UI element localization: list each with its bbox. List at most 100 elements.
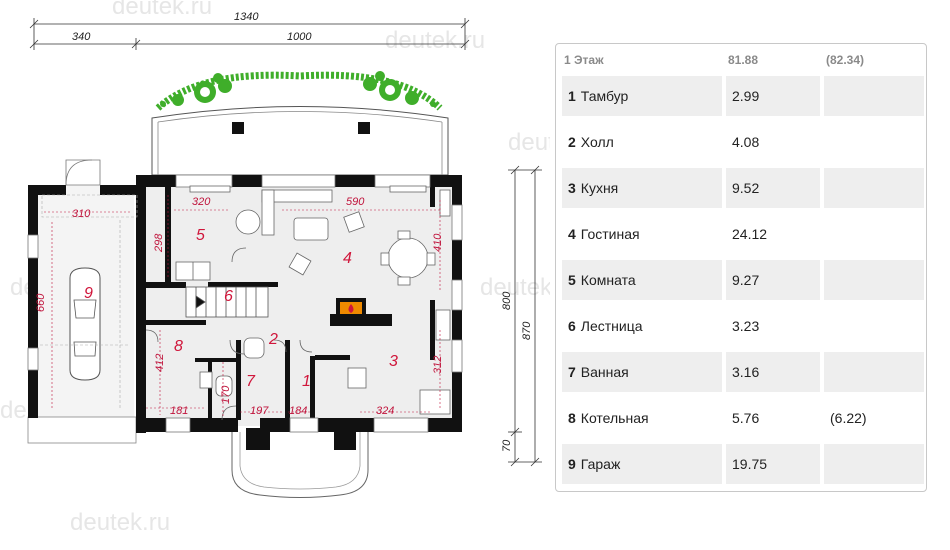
garage-interior [40,159,138,410]
room-number-7: 7 [246,373,256,390]
dim-324: 324 [376,405,394,417]
legend-area-cell: 3.16 [726,352,820,392]
dim-depth-porch: 70 [501,439,513,452]
legend-alt-cell [824,168,924,208]
legend-room-number: 5 [568,272,576,288]
legend-room-name: Котельная [580,410,649,426]
legend-room-name: Гараж [580,456,621,472]
watermark: deutek.ru [70,509,170,536]
legend-room-number: 9 [568,456,576,472]
kitchen-floor [315,355,435,417]
legend-room-number: 8 [568,410,576,426]
dim-320: 320 [192,196,211,208]
legend-header: 1 Этаж 81.88 (82.34) [556,44,926,74]
top-dimensions [29,18,470,50]
legend-room-area: 9.52 [732,180,760,196]
floor-name: 1 Этаж [564,53,604,67]
legend-room-number: 2 [568,134,576,150]
legend-room-number: 4 [568,226,576,242]
right-dimensions [508,165,542,467]
floor-plan: deutek.ru deutek.ru deutek.ru deutek.ru … [0,0,550,536]
room-number-9: 9 [84,285,93,302]
terrace [151,106,449,176]
legend-room-name: Ванная [580,364,629,380]
legend-room-number: 3 [568,180,576,196]
room-number-3: 3 [389,353,398,370]
legend-area-cell: 24.12 [726,214,820,254]
garage-apron [27,416,137,444]
legend-area-cell: 9.27 [726,260,820,300]
dim-410: 410 [432,233,444,252]
dim-170: 170 [220,385,232,404]
legend-room-number: 1 [568,88,576,104]
legend-room-name: Комната [580,272,636,288]
legend-room-area-alt: (6.22) [830,410,867,426]
walls [28,175,462,450]
room-number-5: 5 [196,227,205,244]
dim-197: 197 [250,405,269,417]
floor-total-area-alt: (82.34) [826,53,865,67]
legend-alt-cell [824,76,924,116]
room-number-4: 4 [343,250,352,267]
room-number-6: 6 [224,288,233,305]
legend-room-area: 9.27 [732,272,760,288]
legend-room-name: Гостиная [580,226,640,242]
legend-alt-cell [824,214,924,254]
dim-depth-main: 800 [501,291,513,310]
room-number-8: 8 [174,338,183,355]
legend-area-cell: 19.75 [726,444,820,484]
legend-room-name: Холл [580,134,614,150]
legend-room-area: 3.23 [732,318,760,334]
watermark: deutek.ru [112,0,212,20]
legend-alt-cell [824,260,924,300]
legend-area-cell: 4.08 [726,122,820,162]
legend-room-area: 5.76 [732,410,760,426]
fireplace-icon [330,298,392,326]
floor-total-area: 81.88 [728,53,759,67]
staircase [185,286,269,318]
dim-590: 590 [346,196,365,208]
legend-area-cell: 9.52 [726,168,820,208]
terrace-plants [155,71,443,111]
legend-alt-cell [824,352,924,392]
car-icon [69,267,101,381]
inner-dimension-lines [44,195,441,416]
legend-room-name: Тамбур [580,88,629,104]
furniture [175,185,451,415]
legend-area-cell: 2.99 [726,76,820,116]
watermark: deutek.ru [508,129,550,156]
dim-298: 298 [153,233,165,253]
legend-area-cell: 5.76 [726,398,820,438]
legend-room-number: 7 [568,364,576,380]
legend-room-number: 6 [568,318,576,334]
legend-room-area: 19.75 [732,456,768,472]
legend-alt-cell [824,444,924,484]
